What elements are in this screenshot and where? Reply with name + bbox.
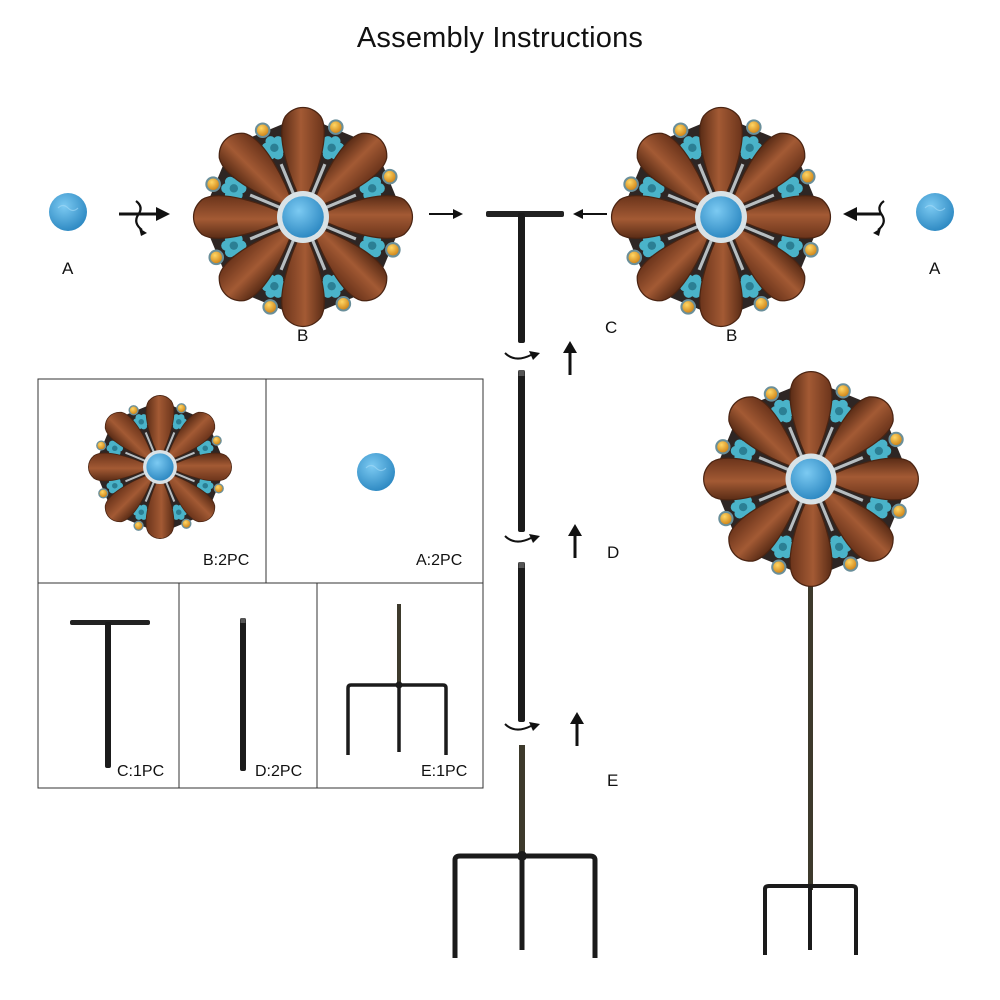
cap-a-right: [916, 193, 954, 231]
cap-a-left: [49, 193, 87, 231]
spinner-b-right: [610, 106, 832, 328]
bottom-stake-e: [452, 745, 598, 958]
page-title: Assembly Instructions: [356, 22, 644, 54]
label-middle-stake: D: [607, 543, 620, 562]
copper-petal: [728, 224, 806, 302]
part-e-count: E:1PC: [421, 763, 468, 780]
copper-petal: [636, 132, 714, 210]
part-a-count: A:2PC: [416, 552, 463, 569]
assembled-stake: [763, 540, 858, 955]
up-arrow-icon: [568, 524, 582, 558]
copper-petal: [728, 486, 804, 562]
copper-petal: [818, 486, 894, 562]
label-cap-right: A: [929, 259, 941, 278]
copper-petal: [145, 474, 175, 539]
up-arrow-icon: [570, 712, 584, 746]
label-top-stake: C: [605, 318, 618, 337]
copper-petal: [218, 224, 296, 302]
copper-petal: [310, 132, 388, 210]
copper-petal: [818, 396, 894, 472]
rotate-arrow-icon: [504, 722, 540, 731]
copper-petal: [732, 195, 832, 239]
rotate-arrow-icon: [504, 351, 540, 360]
copper-petal: [310, 224, 388, 302]
copper-petal: [789, 489, 833, 587]
part-d-drawing: [240, 618, 246, 771]
label-spinner-left: B: [297, 326, 309, 345]
copper-petal: [314, 195, 414, 239]
label-spinner-right: B: [726, 326, 738, 345]
spinner-hub: [700, 196, 742, 238]
spinner-hub: [282, 196, 324, 238]
spinner-hub: [790, 458, 832, 500]
copper-petal: [145, 395, 175, 460]
spinner-b-left: [192, 106, 414, 328]
copper-petal: [728, 396, 804, 472]
copper-petal: [104, 411, 155, 462]
rotate-arrow-icon: [504, 534, 540, 543]
part-d-count: D:2PC: [255, 763, 303, 780]
spinner-hub: [146, 453, 174, 481]
part-b-count: B:2PC: [203, 552, 250, 569]
rotate-arrow-icon: [843, 200, 885, 236]
part-c-drawing: [70, 620, 150, 768]
assembled-spinner: [703, 371, 919, 587]
copper-petal: [636, 224, 714, 302]
parts-table: [37, 378, 484, 789]
up-arrow-icon: [563, 341, 577, 375]
label-cap-left: A: [62, 259, 74, 278]
part-b-drawing: [88, 395, 232, 539]
copper-petal: [281, 228, 325, 328]
copper-petal: [728, 132, 806, 210]
part-c-count: C:1PC: [117, 763, 165, 780]
top-stake-c: [486, 211, 564, 343]
copper-petal: [281, 106, 325, 206]
copper-petal: [88, 452, 153, 482]
straight-arrow-icon: [573, 209, 607, 219]
copper-petal: [699, 106, 743, 206]
copper-petal: [104, 472, 155, 523]
part-e-drawing: [346, 604, 448, 755]
copper-petal: [218, 132, 296, 210]
copper-petal: [165, 411, 216, 462]
copper-petal: [821, 457, 919, 501]
middle-stake-d1: [518, 370, 525, 532]
copper-petal: [789, 371, 833, 469]
copper-petal: [703, 457, 801, 501]
straight-arrow-icon: [429, 209, 463, 219]
middle-stake-d2: [518, 562, 525, 722]
part-a-drawing: [357, 453, 395, 491]
label-bottom-stake: E: [607, 771, 619, 790]
copper-petal: [192, 195, 292, 239]
copper-petal: [167, 452, 232, 482]
rotate-arrow-icon: [119, 200, 170, 236]
copper-petal: [165, 472, 216, 523]
copper-petal: [610, 195, 710, 239]
copper-petal: [699, 228, 743, 328]
